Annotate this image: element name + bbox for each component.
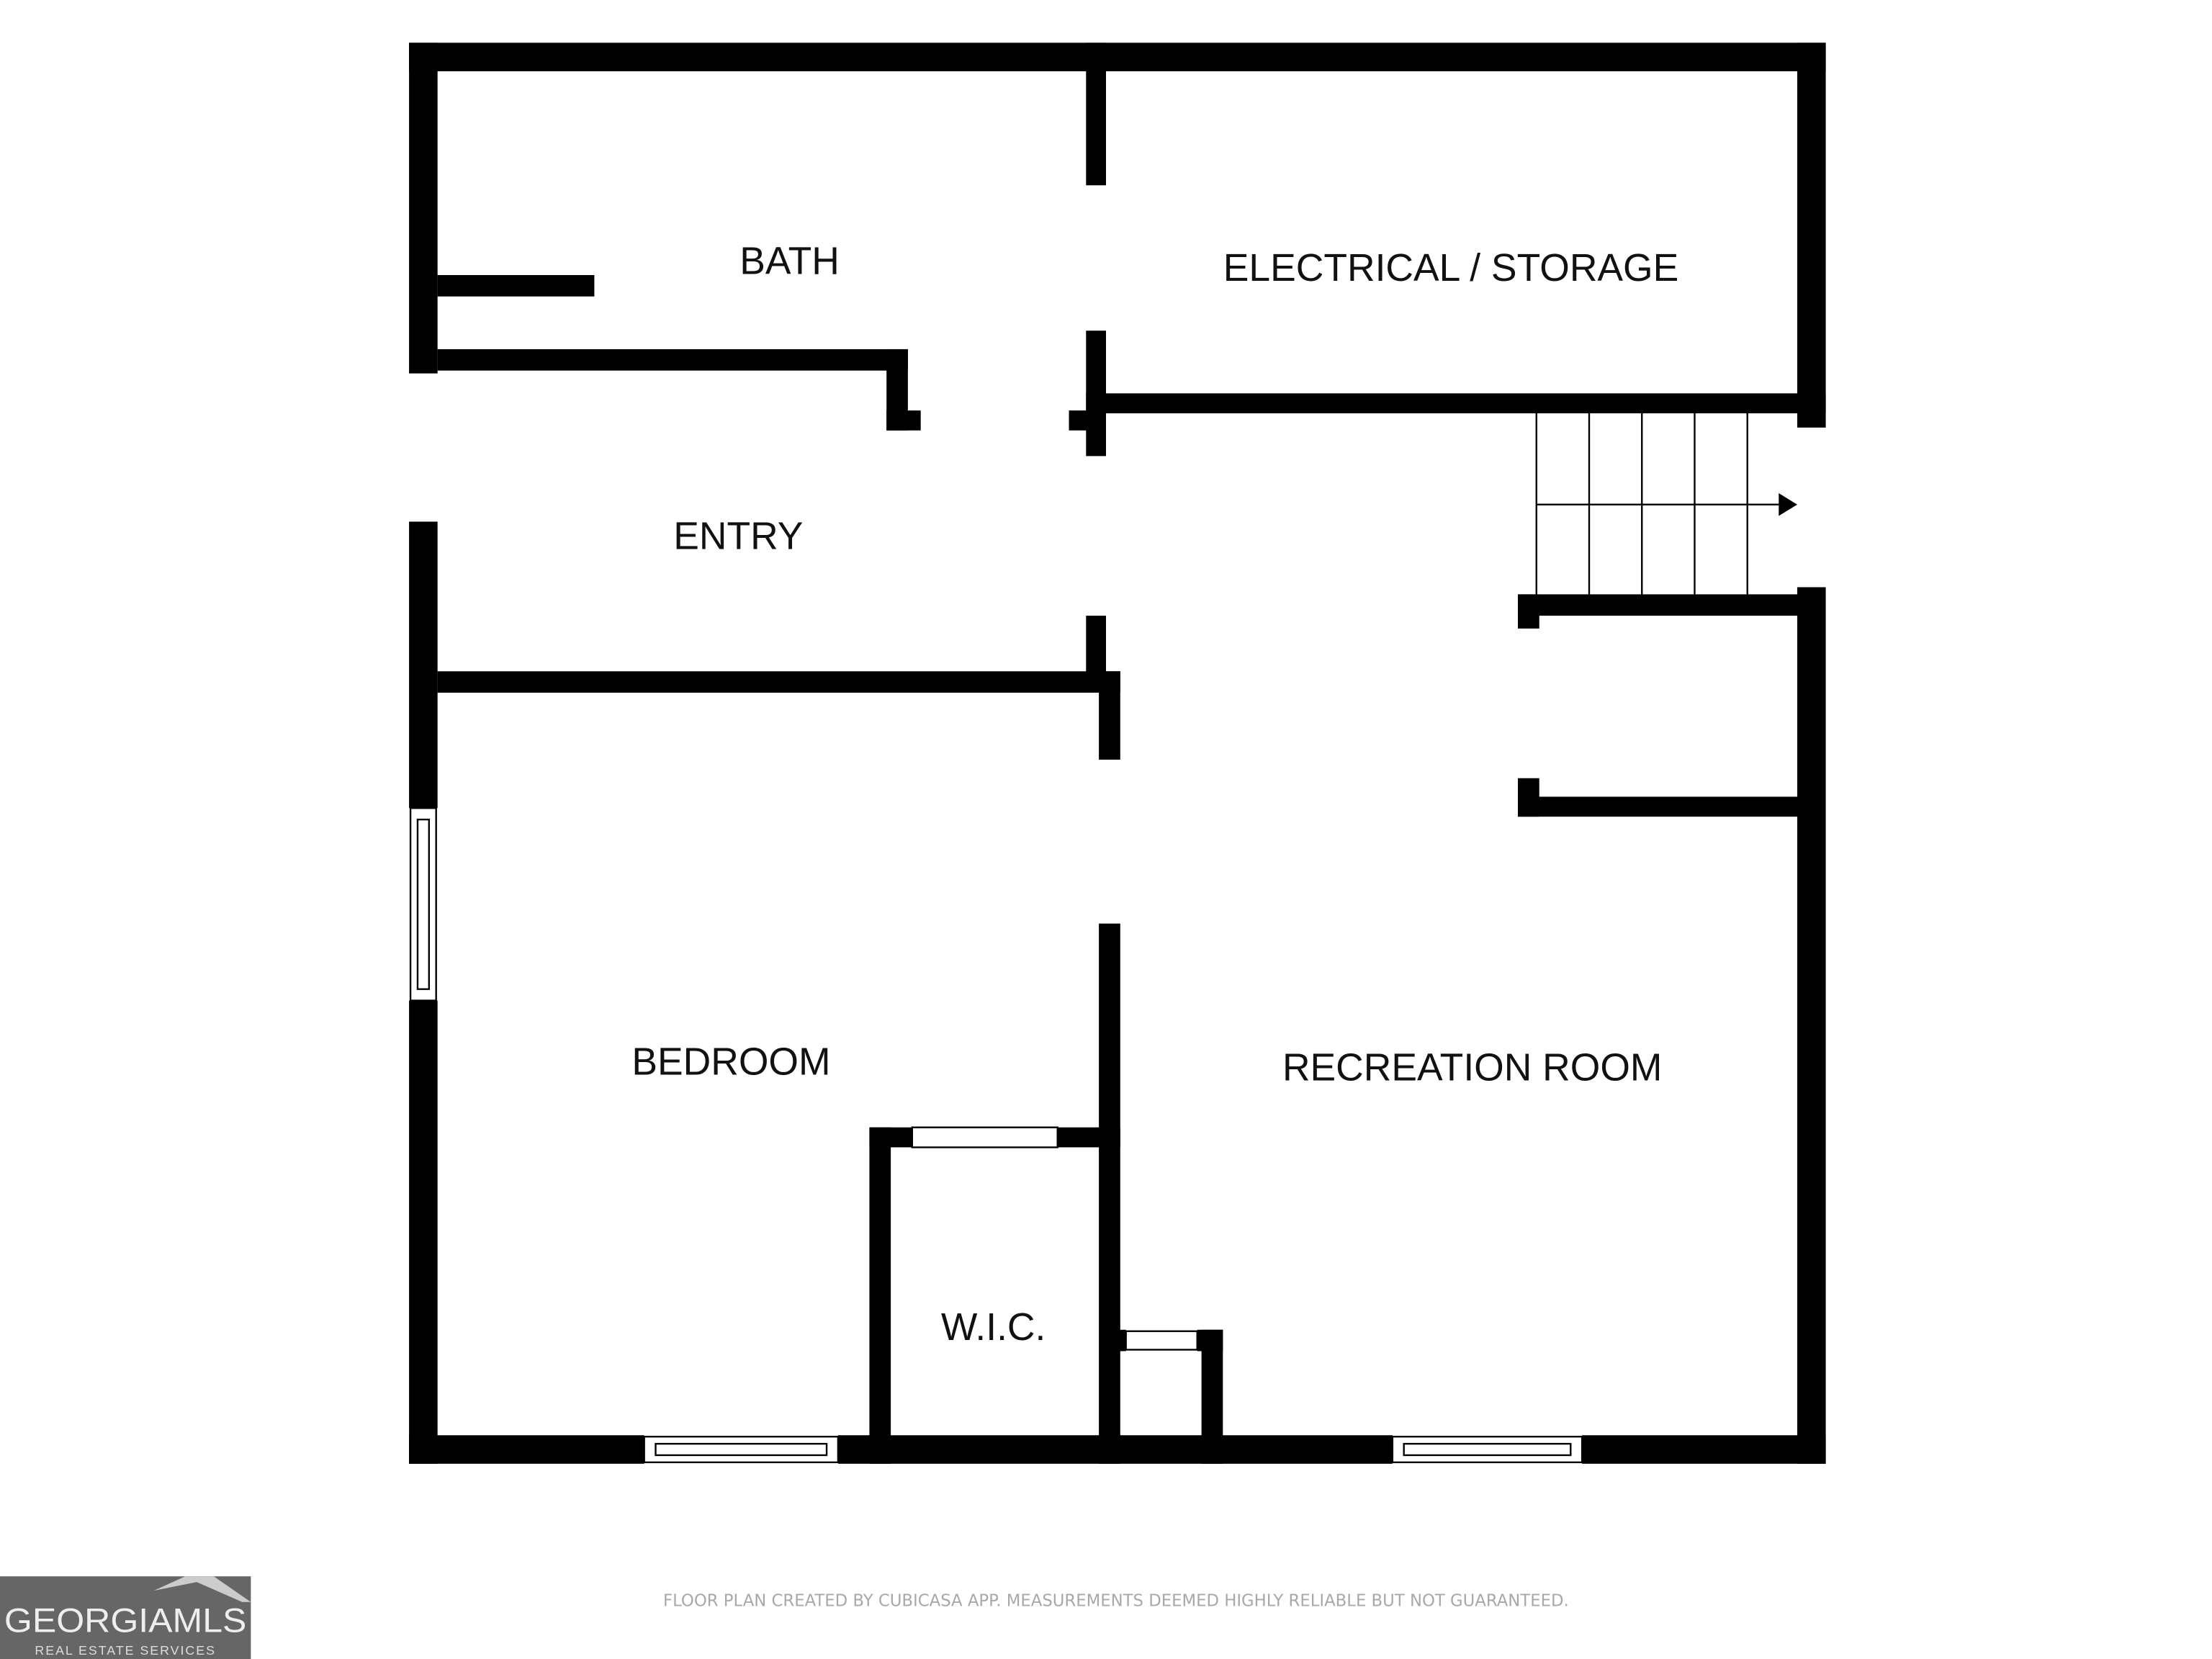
outer-wall-bottom [409,1435,644,1464]
bath-partition [437,275,595,297]
interior-wall [1086,393,1826,414]
interior-wall [437,671,1120,693]
footer-disclaimer: FLOOR PLAN CREATED BY CUBICASA APP. MEAS… [663,1592,1569,1611]
room-label-bath: BATH [739,240,840,282]
interior-wall [1086,616,1106,682]
walls [409,42,1826,1464]
svg-text:REAL ESTATE SERVICES: REAL ESTATE SERVICES [35,1643,216,1658]
outer-wall-left [409,521,438,809]
windows [409,807,1583,1464]
window [1403,1442,1572,1457]
room-label-wic: W.I.C. [941,1306,1046,1349]
outer-wall-top [409,42,1826,71]
interior-wall [1518,594,1539,629]
interior-wall [1086,42,1106,186]
svg-text:GEORGIAMLS: GEORGIAMLS [4,1601,246,1640]
room-label-bedroom: BEDROOM [631,1041,830,1084]
window [416,818,430,990]
interior-wall [1201,1329,1223,1464]
window [911,1126,1058,1148]
interior-wall [869,1127,891,1464]
window [1125,1330,1198,1351]
outer-wall-left [409,1000,438,1464]
room-label-recreation-room: RECREATION ROOM [1282,1047,1662,1089]
interior-wall [1518,796,1797,817]
interior-wall [1106,1329,1126,1352]
interior-wall [1057,1127,1120,1148]
outer-wall-bottom [1582,1435,1826,1464]
interior-wall [437,349,908,371]
interior-wall [869,1127,912,1148]
interior-wall [1099,671,1120,760]
outer-wall-right [1797,587,1826,1464]
interior-wall [1099,923,1120,1464]
georgia-mls-logo: GEORGIAMLS REAL ESTATE SERVICES [0,1576,251,1659]
stair-arrow-icon [1779,493,1797,516]
outer-wall-left [409,42,438,374]
room-label-electrical-storage: ELECTRICAL / STORAGE [1223,247,1679,289]
window [655,1442,828,1457]
outer-wall-right [1797,42,1826,428]
room-labels: BATH ELECTRICAL / STORAGE ENTRY BEDROOM … [631,240,1678,1349]
interior-wall [886,410,921,431]
stairs [1535,413,1797,595]
room-label-entry: ENTRY [673,515,803,557]
interior-wall [1518,594,1797,616]
interior-wall [1069,410,1106,431]
